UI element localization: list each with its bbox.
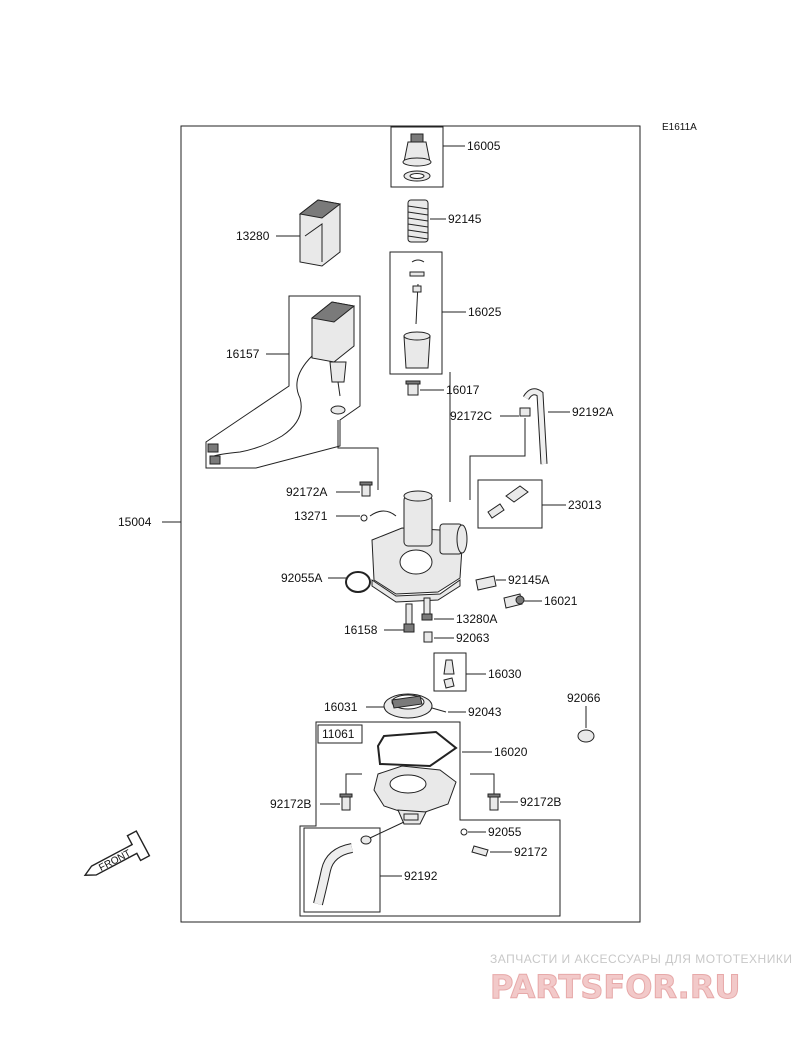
float-needle-part	[443, 659, 455, 689]
holder-13271-part	[360, 510, 397, 522]
label-13271[interactable]: 13271	[294, 509, 328, 523]
label-16158[interactable]: 16158	[344, 623, 378, 637]
label-92172[interactable]: 92172	[514, 845, 548, 859]
label-16030[interactable]: 16030	[488, 667, 522, 681]
carb-cap-part	[402, 133, 432, 182]
label-16031[interactable]: 16031	[324, 700, 358, 714]
assembly-frame	[180, 125, 641, 923]
label-92172b-right[interactable]: 92172B	[520, 795, 561, 809]
label-92055[interactable]: 92055	[488, 825, 522, 839]
jet-needle-part	[403, 259, 431, 369]
label-13280[interactable]: 13280	[236, 229, 270, 243]
box-16005	[390, 126, 444, 188]
screw-92172b-left-part	[339, 793, 353, 811]
screw-92172a-part	[359, 481, 373, 497]
label-23013[interactable]: 23013	[568, 498, 602, 512]
hose-92192-part	[313, 821, 405, 906]
screw-92172-part	[471, 845, 489, 857]
label-92192a[interactable]: 92192A	[572, 405, 613, 419]
hose-92192a-part	[519, 388, 548, 465]
label-11061[interactable]: 11061	[322, 727, 355, 741]
jet-92063-part	[423, 631, 433, 643]
label-16005[interactable]: 16005	[467, 139, 501, 153]
leader-screw-left	[345, 773, 362, 794]
label-16021[interactable]: 16021	[544, 594, 578, 608]
label-92172b-left[interactable]: 92172B	[270, 797, 311, 811]
front-arrow-icon: FRONT	[83, 830, 151, 876]
box-11061	[317, 724, 363, 744]
label-16157[interactable]: 16157	[226, 347, 260, 361]
spring-92145a-part	[475, 575, 497, 591]
screw-16021-part	[503, 593, 525, 609]
front-label: FRONT	[97, 848, 133, 874]
box-16020	[299, 721, 561, 917]
spring-part	[407, 199, 429, 243]
diagram-code: E1611A	[662, 122, 697, 133]
label-92066[interactable]: 92066	[567, 691, 601, 705]
float-chamber-part	[373, 765, 457, 825]
carburetor-body-part	[371, 490, 468, 603]
choke-cover-part	[298, 199, 342, 267]
label-92145a[interactable]: 92145A	[508, 573, 549, 587]
leader-screw-right	[470, 773, 495, 794]
label-16025[interactable]: 16025	[468, 305, 502, 319]
o-ring-92055-part	[460, 828, 468, 836]
screw-92172b-right-part	[487, 793, 501, 811]
label-15004[interactable]: 15004	[118, 515, 152, 529]
label-13280a[interactable]: 13280A	[456, 612, 497, 626]
jet-13280a-part	[421, 597, 433, 621]
gasket-11061-part	[376, 730, 458, 768]
auto-choke-part	[207, 301, 356, 465]
label-92172a[interactable]: 92172A	[286, 485, 327, 499]
jet-16158-part	[403, 603, 415, 633]
label-92145[interactable]: 92145	[448, 212, 482, 226]
label-92172c[interactable]: 92172C	[450, 409, 492, 423]
auto-choke-frame	[205, 295, 361, 469]
label-92192[interactable]: 92192	[404, 869, 438, 883]
leader-hose-body	[469, 418, 526, 500]
label-92055a[interactable]: 92055A	[281, 571, 322, 585]
label-16020[interactable]: 16020	[494, 745, 528, 759]
plug-92066-part	[577, 729, 595, 743]
label-92043[interactable]: 92043	[468, 705, 502, 719]
leader-choke-body	[337, 420, 379, 490]
pin-92043-part	[431, 707, 447, 713]
watermark-tagline: ЗАПЧАСТИ И АКСЕССУАРЫ ДЛЯ МОТОТЕХНИКИ	[490, 952, 792, 966]
box-23013	[477, 479, 543, 529]
watermark-brand: PARTSFOR.RU	[490, 968, 740, 1006]
label-92063[interactable]: 92063	[456, 631, 490, 645]
box-16025	[389, 251, 443, 375]
box-92192	[303, 827, 381, 913]
sensor-23013-part	[487, 485, 529, 519]
needle-jet-part	[405, 380, 421, 396]
label-16017[interactable]: 16017	[446, 383, 480, 397]
o-ring-92055a-part	[345, 571, 371, 593]
box-16030	[433, 652, 467, 692]
float-16031-part	[383, 693, 433, 719]
